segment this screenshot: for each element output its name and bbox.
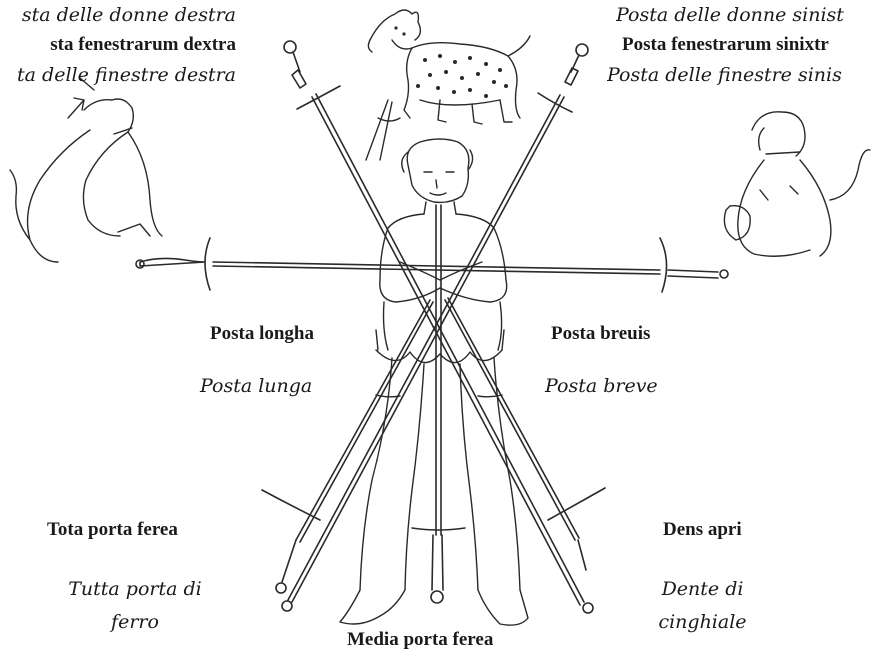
label-top-right-italian-2: Posta delle finestre sinis <box>607 63 875 87</box>
label-dente-di: Dente di <box>630 577 775 601</box>
label-media-porta-ferea: Media porta ferea <box>347 628 493 652</box>
label-tota-porta-ferea: Tota porta ferea <box>47 518 178 542</box>
sword-diagonal-right <box>282 44 588 611</box>
label-ferro: ferro <box>40 610 230 634</box>
spotted-dog-illustration <box>368 10 530 124</box>
left-dog-illustration <box>10 78 162 262</box>
label-top-right-italian-1: Posta delle donne sinist <box>616 3 875 27</box>
fencer-figure <box>340 139 528 625</box>
sword-vertical <box>412 205 465 603</box>
label-top-left-italian-1: sta delle donne destra <box>0 3 236 27</box>
dog-spots <box>394 26 508 98</box>
label-top-left-italian-2: ta delle finestre destra <box>0 63 236 87</box>
sword-horizontal <box>136 238 728 292</box>
label-dens-apri: Dens apri <box>663 518 742 542</box>
right-lion-illustration <box>724 112 870 256</box>
label-posta-longha: Posta longha <box>210 322 314 346</box>
label-posta-breuis: Posta breuis <box>551 322 650 346</box>
label-tutta-porta-di: Tutta porta di <box>40 577 230 601</box>
label-cinghiale: cinghiale <box>630 610 775 634</box>
divider-tool <box>366 100 400 160</box>
label-top-left-latin: sta fenestrarum dextra <box>0 33 236 57</box>
label-posta-breve: Posta breve <box>545 374 658 398</box>
label-top-right-latin: Posta fenestrarum sinixtr <box>622 33 875 57</box>
label-posta-lunga: Posta lunga <box>200 374 312 398</box>
sword-diagonal-left <box>284 41 593 613</box>
